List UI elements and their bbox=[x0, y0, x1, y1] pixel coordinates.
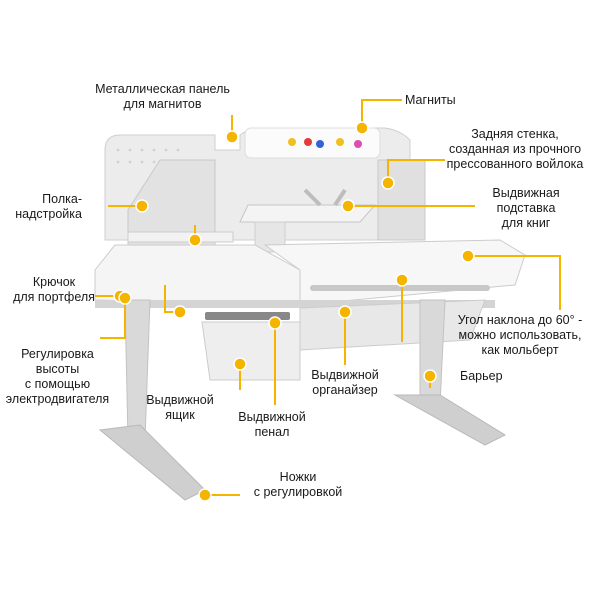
book-stand-arms bbox=[303, 188, 347, 207]
marker-tilt bbox=[461, 249, 475, 263]
label-drawer: Выдвижной ящик bbox=[146, 393, 214, 422]
book-stand bbox=[239, 204, 377, 223]
label-pencil-case: Выдвижной пенал bbox=[238, 410, 306, 439]
perforation bbox=[116, 148, 180, 164]
desktop-right bbox=[263, 239, 526, 306]
marker-height bbox=[118, 291, 132, 305]
label-organizer: Выдвижной органайзер bbox=[311, 368, 379, 397]
leg-right bbox=[419, 299, 446, 406]
foot-left bbox=[98, 424, 206, 501]
magnet-panel bbox=[244, 127, 381, 159]
marker-book-stand bbox=[341, 199, 355, 213]
marker-organizer bbox=[338, 305, 352, 319]
shelf-right bbox=[377, 159, 426, 241]
magnet-5 bbox=[354, 140, 362, 148]
drawer bbox=[201, 321, 301, 381]
marker-barrier bbox=[423, 369, 437, 383]
label-back-wall: Задняя стенка, созданная из прочного пре… bbox=[446, 127, 584, 171]
foot-right bbox=[393, 394, 507, 446]
marker-shelf bbox=[135, 199, 149, 213]
marker-shelf-lower bbox=[188, 233, 202, 247]
barrier-bar bbox=[310, 285, 490, 291]
marker-legs bbox=[198, 488, 212, 502]
label-height: Регулировка высоты с помощью электродвиг… bbox=[5, 347, 110, 406]
label-hook: Крючок для портфеля bbox=[13, 275, 95, 304]
label-barrier: Барьер bbox=[460, 369, 503, 383]
label-tilt: Угол наклона до 60° - можно использовать… bbox=[457, 313, 583, 357]
front-rail bbox=[95, 300, 495, 308]
label-magnets: Магниты bbox=[405, 93, 456, 107]
label-legs: Ножки с регулировкой bbox=[253, 470, 343, 499]
marker-magnet-panel bbox=[225, 130, 239, 144]
marker-back-wall bbox=[381, 176, 395, 190]
marker-pencil bbox=[268, 316, 282, 330]
shelf-left bbox=[127, 159, 216, 251]
label-book-stand: Выдвижная подставка для книг bbox=[492, 186, 560, 230]
marker-magnets bbox=[355, 121, 369, 135]
magnet-4 bbox=[336, 138, 344, 146]
magnet-2 bbox=[304, 138, 312, 146]
control-panel bbox=[205, 312, 290, 320]
label-magnet-panel: Металлическая панель для магнитов bbox=[95, 82, 230, 111]
marker-drawer bbox=[233, 357, 247, 371]
callout-markers bbox=[113, 121, 475, 502]
magnet-3 bbox=[316, 140, 324, 148]
marker-barrier-top bbox=[395, 273, 409, 287]
shelf-left-board bbox=[127, 231, 234, 243]
marker-control bbox=[173, 305, 187, 319]
magnet-1 bbox=[288, 138, 296, 146]
label-shelf: Полка- надстройка bbox=[15, 192, 82, 221]
